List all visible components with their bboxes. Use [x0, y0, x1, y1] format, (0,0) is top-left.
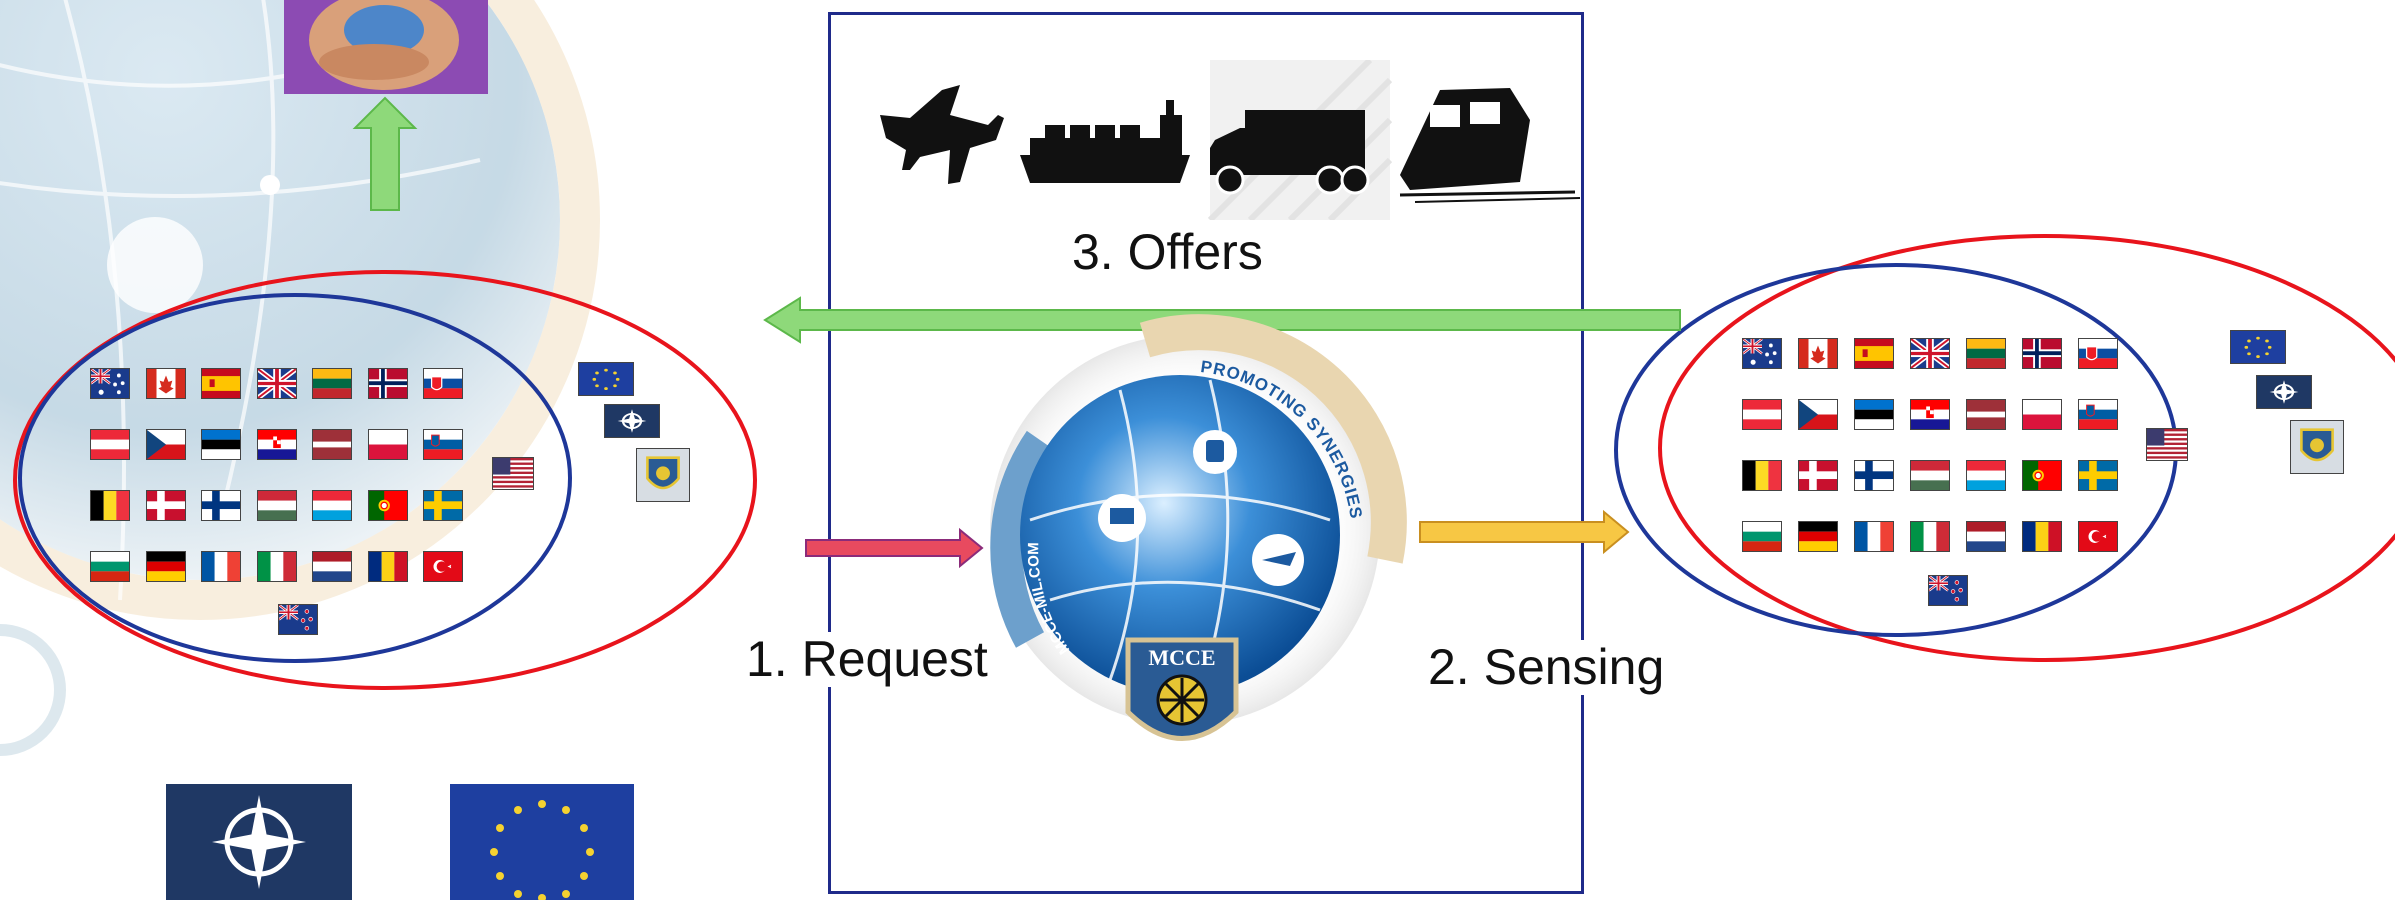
flag-lithuania — [312, 368, 352, 399]
flag-finland — [201, 490, 241, 521]
flag-hungary — [256, 490, 297, 521]
flag-usa — [492, 457, 534, 490]
train-icon — [1399, 88, 1581, 203]
flag-uk — [256, 368, 297, 399]
flag-sweden — [423, 490, 463, 521]
flag-australia — [90, 368, 130, 399]
flag-estonia — [201, 429, 241, 460]
flag-canada — [145, 368, 186, 399]
flag-latvia — [312, 429, 352, 460]
right-outer-ellipse — [1658, 234, 2395, 662]
flag-nato — [604, 404, 660, 438]
central-platform-box — [828, 12, 1584, 894]
flag-hungary — [1910, 460, 1950, 491]
flag-bulgaria — [1742, 521, 1782, 552]
flag-slovakia — [2078, 338, 2118, 369]
flag-mcce-crest — [636, 448, 690, 502]
flag-belgium — [90, 490, 130, 521]
flag-portugal — [367, 490, 408, 521]
hand-globe-photo — [284, 0, 488, 94]
flag-romania — [367, 551, 408, 582]
flag-sweden — [2078, 460, 2118, 491]
flag-norway — [367, 368, 408, 399]
flag-new-zealand — [278, 604, 318, 635]
flag-latvia — [1966, 399, 2006, 430]
flag-croatia — [256, 429, 297, 460]
flag-turkey — [2078, 521, 2118, 552]
flag-france — [201, 551, 241, 582]
flag-canada — [1798, 338, 1838, 369]
airplane-icon — [880, 85, 1004, 184]
flag-belgium — [1742, 460, 1782, 491]
flag-australia — [1742, 338, 1782, 369]
flag-bulgaria — [90, 551, 130, 582]
flag-norway — [2022, 338, 2062, 369]
flag-italy — [1910, 521, 1950, 552]
flag-eu — [2230, 330, 2286, 364]
flag-italy — [256, 551, 297, 582]
flag-netherlands — [312, 551, 352, 582]
flag-czech — [1798, 399, 1838, 430]
request-label: 1. Request — [746, 631, 988, 687]
flag-germany — [145, 551, 186, 582]
flag-spain — [201, 368, 241, 399]
flag-portugal — [2022, 460, 2062, 491]
flag-luxembourg — [1966, 460, 2006, 491]
flag-denmark — [145, 490, 186, 521]
flag-austria — [90, 429, 130, 460]
flag-luxembourg — [312, 490, 352, 521]
flag-lithuania — [1966, 338, 2006, 369]
flag-slovenia — [423, 429, 463, 460]
flag-estonia — [1854, 399, 1894, 430]
right-inner-ellipse — [1614, 263, 2178, 637]
flag-eu — [578, 362, 634, 396]
flag-netherlands — [1966, 521, 2006, 552]
flag-romania — [2022, 521, 2062, 552]
flag-nato — [2256, 375, 2312, 409]
truck-icon — [1210, 110, 1370, 195]
flag-mcce-crest — [2290, 420, 2344, 474]
flag-germany — [1798, 521, 1838, 552]
flag-turkey — [423, 551, 463, 582]
flag-czech — [145, 429, 186, 460]
flag-new-zealand — [1928, 575, 1968, 606]
flag-france — [1854, 521, 1894, 552]
flag-usa — [2146, 428, 2188, 461]
flag-poland — [367, 429, 408, 460]
flag-austria — [1742, 399, 1782, 430]
flag-croatia — [1910, 399, 1950, 430]
cargo-ship-icon — [1020, 100, 1190, 183]
flag-slovenia — [2078, 399, 2118, 430]
flag-uk — [1910, 338, 1950, 369]
flag-poland — [2022, 399, 2062, 430]
flag-denmark — [1798, 460, 1838, 491]
transport-icons — [880, 60, 1581, 220]
sensing-label: 2. Sensing — [1428, 639, 1665, 695]
offers-label: 3. Offers — [1072, 224, 1263, 280]
flag-spain — [1854, 338, 1894, 369]
flag-finland — [1854, 460, 1894, 491]
flag-slovakia — [423, 368, 463, 399]
